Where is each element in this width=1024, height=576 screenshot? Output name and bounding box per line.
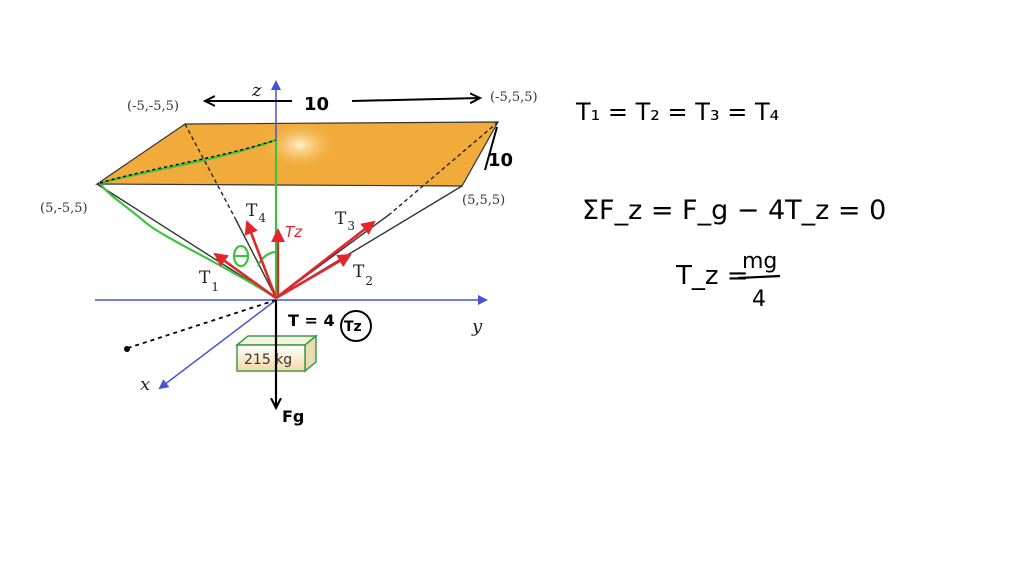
label-t1: T1 — [199, 268, 219, 294]
mass-box — [236, 344, 306, 372]
label-t3: T3 — [335, 209, 355, 233]
depth-dim-label: 10 — [488, 150, 513, 171]
tz-circle — [340, 310, 372, 342]
equation-tensions-equal: T₁ = T₂ = T₃ = T₄ — [575, 98, 779, 126]
tension-arrow-t4 — [244, 220, 278, 299]
corner-label-back-left: (-5,-5,5) — [127, 99, 179, 114]
gravity-label: Fg — [282, 407, 304, 426]
corner-label-front-left: (5,-5,5) — [40, 201, 88, 216]
tension-arrow-t1 — [213, 252, 277, 300]
equation-tz-denominator: 4 — [752, 287, 766, 312]
green-triangle-annotation — [98, 138, 278, 300]
label-t4: T4 — [246, 201, 266, 225]
angle-arc — [256, 250, 277, 267]
equation-tz-lhs: T_z = — [675, 261, 749, 291]
corner-label-back-right: (-5,5,5) — [490, 90, 538, 105]
equation-fraction-bar — [737, 274, 781, 280]
mass-label: 215 kg — [244, 352, 292, 368]
x-axis-label: x — [140, 374, 150, 395]
width-dim-label: 10 — [304, 94, 329, 115]
tz-circled-label: Tz — [344, 319, 362, 335]
cable-back-left-lower — [234, 217, 277, 299]
equation-force-balance: ΣF_z = F_g − 4T_z = 0 — [582, 195, 886, 226]
corner-label-front-right: (5,5,5) — [462, 193, 505, 208]
t-relation-text: T = 4 — [288, 311, 335, 330]
green-dashed-cable — [99, 139, 277, 184]
cable-back-right — [389, 121, 499, 215]
tension-arrow-t2 — [275, 253, 352, 300]
depth-dim-mark — [484, 126, 498, 171]
x-axis — [158, 299, 277, 390]
plate-highlight — [262, 121, 338, 169]
equation-tz-numerator: mg — [742, 249, 777, 274]
label-t2: T2 — [353, 262, 373, 288]
y-axis-label: y — [471, 316, 483, 337]
cable-back-left — [184, 123, 236, 219]
label-tz: Tz — [285, 223, 303, 241]
z-axis-label: z — [251, 80, 262, 101]
width-dim-right-arrow — [351, 98, 480, 101]
tension-arrow-t3 — [275, 220, 376, 300]
dashed-extension-line — [127, 299, 277, 349]
dashed-line-end-dot — [124, 346, 130, 352]
